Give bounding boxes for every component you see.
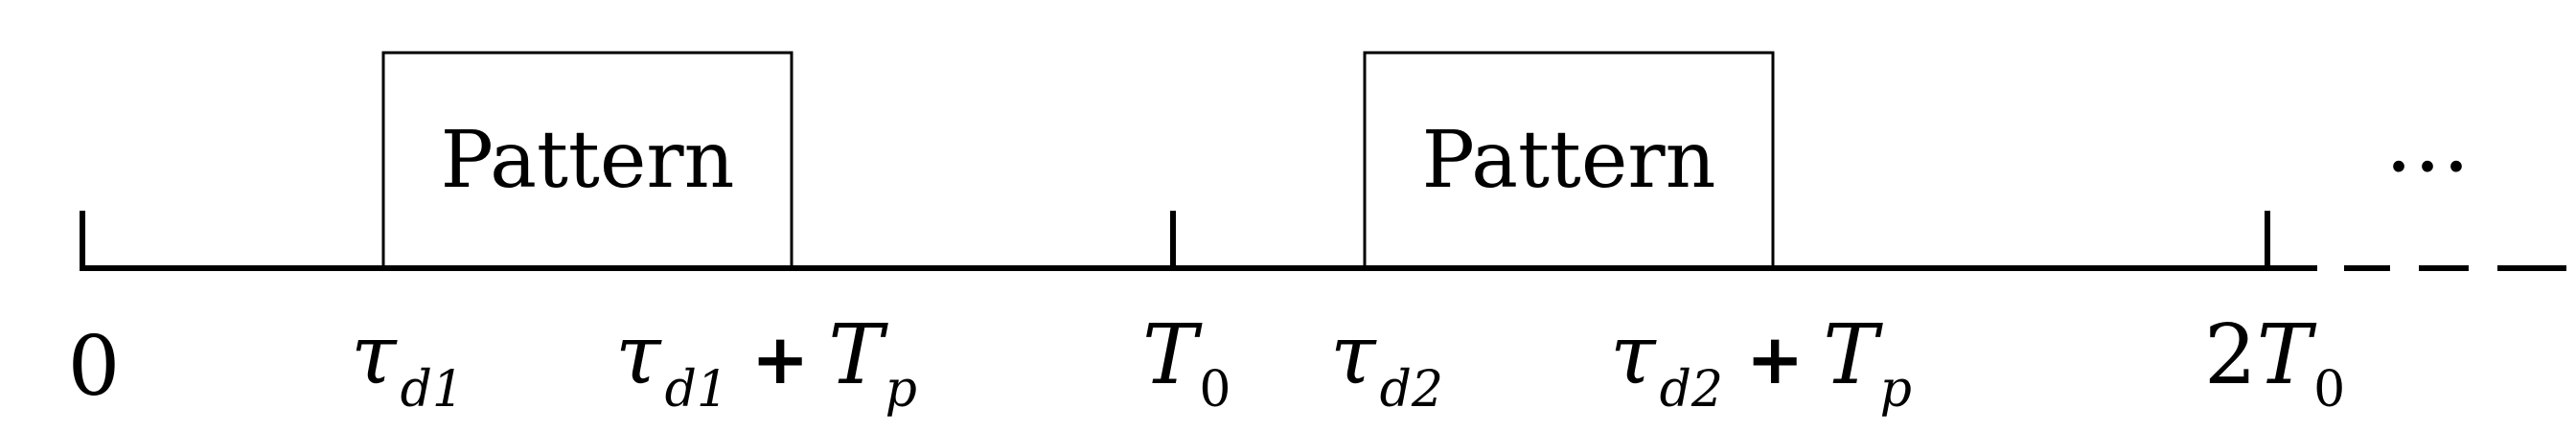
pattern-label-1: Pattern (441, 115, 735, 206)
label-tau-d1-plus-Tp: τd1+Tp (615, 307, 917, 419)
ellipsis-marker: … (2384, 91, 2471, 192)
pattern-box-1 (381, 51, 794, 270)
label-tau-d2-plus-Tp: τd2+Tp (1610, 307, 1912, 419)
pattern-label-2: Pattern (1422, 115, 1716, 206)
label-T0: T0 (1142, 307, 1230, 419)
pattern-box-2 (1363, 51, 1775, 270)
label-origin: 0 (68, 319, 121, 415)
label-tau-d1: τd1 (351, 307, 464, 419)
label-2T0: 2T0 (2204, 307, 2345, 419)
label-tau-d2: τd2 (1330, 307, 1443, 419)
